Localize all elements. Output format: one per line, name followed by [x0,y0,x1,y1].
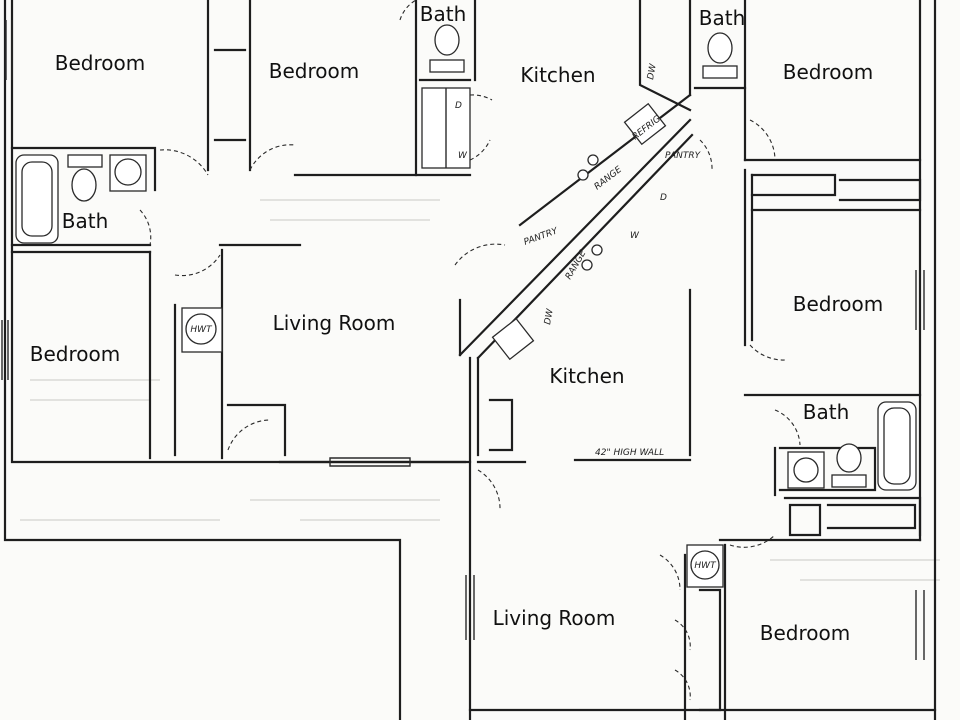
room-label-bedroom: Bedroom [268,59,360,83]
room-label-bedroom: Bedroom [792,292,884,316]
pantry-label-right: PANTRY [665,151,702,161]
hwt-tank [185,313,217,345]
sink [114,158,142,186]
room-label-kitchen: Kitchen [520,63,596,87]
background-texture [20,199,940,581]
room-label-bath: Bath [802,400,850,424]
dw-label-top: DW [646,62,659,80]
fixtures [15,24,917,588]
hwt-label-right: HWT [694,561,717,571]
room-label-bedroom: Bedroom [759,621,851,645]
walls [1,0,937,720]
high-wall-note: 42" HIGH WALL [595,448,664,458]
room-label-bath: Bath [698,6,746,30]
dryer-label: D [455,101,462,111]
hwt-label-left: HWT [190,325,213,335]
hwt-tank [690,550,720,580]
toilet [71,168,97,202]
room-label-bath: Bath [419,2,467,26]
room-label-bedroom: Bedroom [54,51,146,75]
doors [139,0,801,701]
room-label-bath: Bath [61,209,109,233]
sink [793,457,819,483]
room-label-kitchen: Kitchen [549,364,625,388]
pantry-label-left: PANTRY [523,226,561,248]
washer-label-center: W [630,231,640,241]
toilet [707,32,733,64]
dryer-label-center: D [660,193,667,203]
range-label-top: RANGE [593,165,624,193]
washer-label: W [458,151,468,161]
dw-label-bottom: DW [543,307,556,325]
toilet [434,24,460,56]
room-label-bedroom: Bedroom [29,342,121,366]
room-label-bedroom: Bedroom [782,60,874,84]
room-label-living-room: Living Room [492,606,616,630]
toilet [836,443,862,473]
room-label-living-room: Living Room [272,311,396,335]
